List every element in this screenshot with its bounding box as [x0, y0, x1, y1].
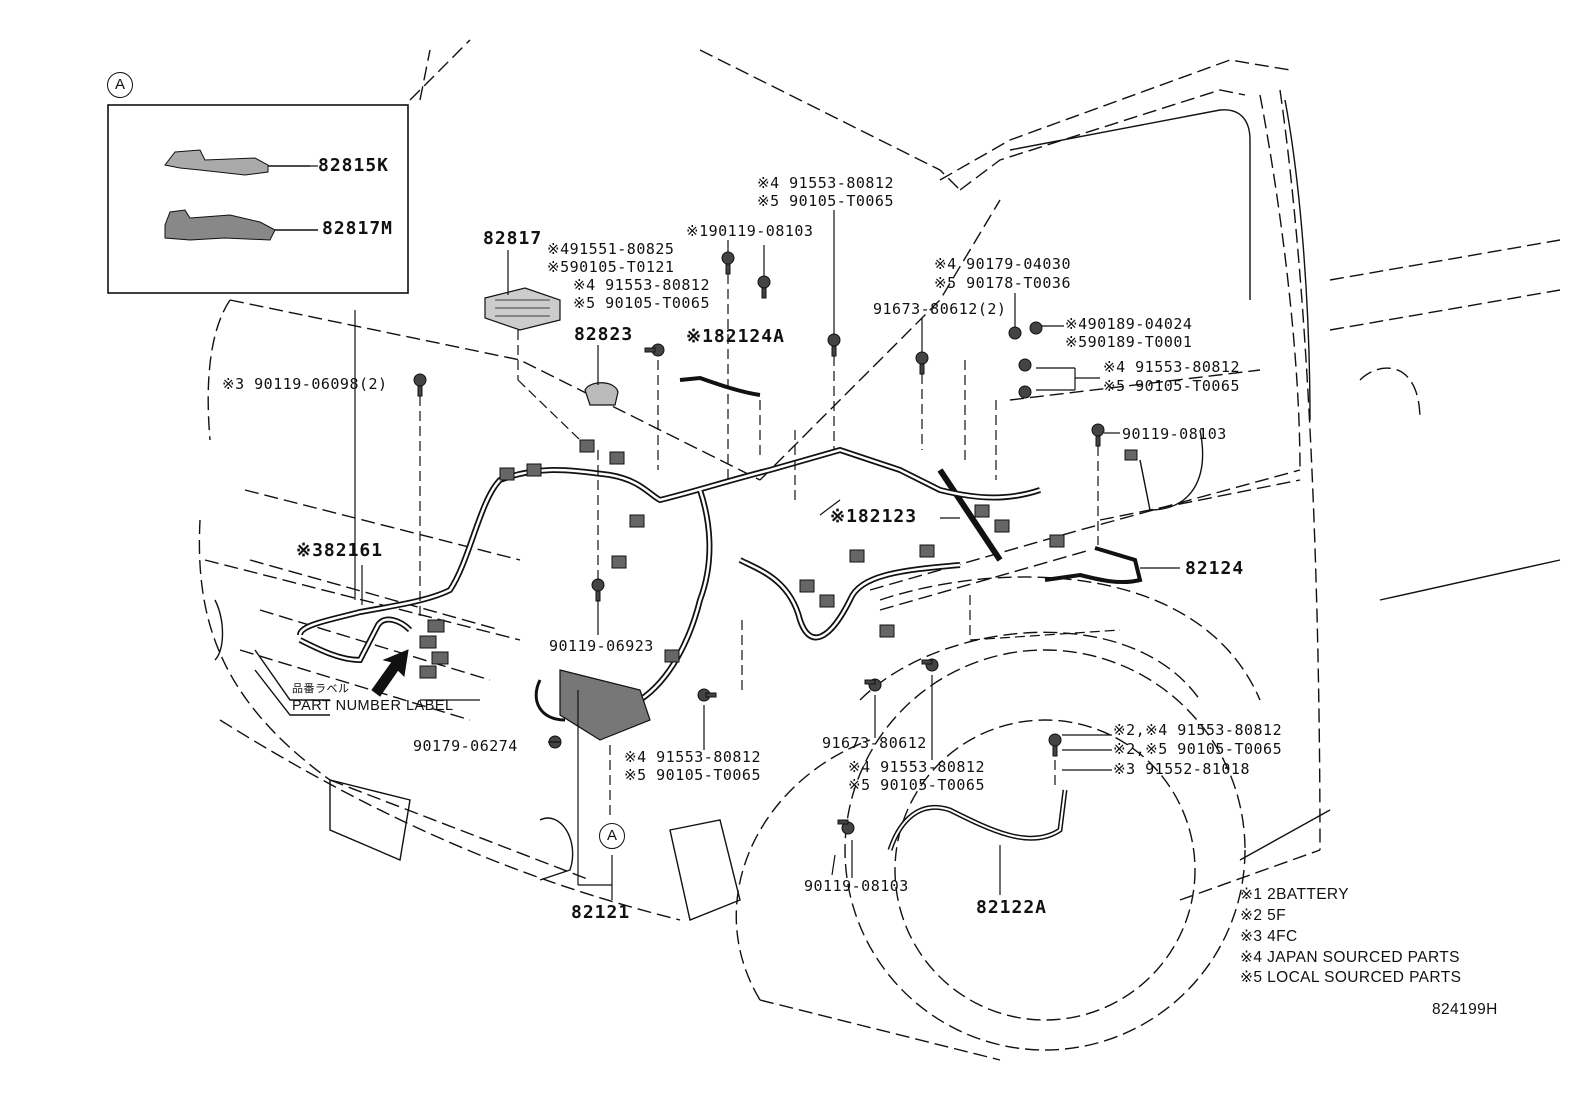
relay-block-82817 [484, 287, 561, 331]
part-callout-82815K: 82815K [318, 155, 390, 176]
legend-item: ※3 4FC [1240, 928, 1298, 945]
fastener-label: ※5 90105-T0065 [624, 766, 761, 784]
part-callout-82124A: ※182124A [686, 326, 785, 347]
ground-strap-82124A [679, 375, 761, 397]
fastener-label: ※4 91553-80812 [757, 174, 894, 192]
legend-item: ※4 JAPAN SOURCED PARTS [1240, 949, 1460, 966]
cover-82823 [584, 382, 619, 406]
fastener-label: ※4 90179-04030 [934, 255, 1071, 273]
fastener-label: ※2,※5 90105-T0065 [1113, 740, 1283, 758]
fastener-label: ※3 90119-06098(2) [222, 375, 388, 393]
vehicle-solid-details [214, 99, 1561, 921]
fastener-label: ※5 90105-T0065 [1103, 377, 1240, 395]
part-callout-82817M: 82817M [322, 218, 394, 239]
part-number-label-jp: 品番ラベル [292, 683, 350, 695]
diagram-code: 824199H [1432, 1001, 1498, 1018]
part-number-label-en: PART NUMBER LABEL [292, 698, 454, 714]
fastener-label: ※590105-T0121 [547, 258, 675, 276]
fastener-label: ※190119-08103 [686, 222, 814, 240]
fastener-label: ※5 90178-T0036 [934, 274, 1071, 292]
fastener-label: ※4 91553-80812 [848, 758, 985, 776]
fastener-label: 90119-08103 [1122, 425, 1227, 443]
leader-lines-dashed [419, 274, 1121, 820]
part-label-arrow-icon [371, 649, 409, 697]
inset-box [107, 104, 409, 294]
legend-item: ※2 5F [1240, 907, 1287, 924]
fastener-label: 91673-80612 [822, 734, 927, 752]
main-wire-harness-core [298, 448, 1041, 702]
fuse-box-82121 [534, 669, 651, 741]
fastener-label: 90119-08103 [804, 877, 909, 895]
fastener-label: 91673-80612(2) [873, 300, 1007, 318]
part-callout-82823: 82823 [574, 324, 634, 345]
fastener-label: ※4 91553-80812 [573, 276, 710, 294]
legend-item: ※1 2BATTERY [1240, 886, 1349, 903]
connector-blocks [419, 439, 1138, 679]
fastener-label: ※590189-T0001 [1065, 333, 1193, 351]
part-callout-82161: ※382161 [296, 540, 384, 561]
leader-lines-solid [310, 165, 1180, 900]
legend-item: ※5 LOCAL SOURCED PARTS [1240, 969, 1462, 986]
fastener-label: ※5 90105-T0065 [848, 776, 985, 794]
part-callout-82817: 82817 [483, 228, 543, 249]
fastener-label: 90179-06274 [413, 737, 518, 755]
bolt-icons [413, 251, 1105, 835]
fastener-label: ※5 90105-T0065 [757, 192, 894, 210]
part-callout-82124: 82124 [1185, 558, 1245, 579]
fastener-label: ※4 91553-80812 [624, 748, 761, 766]
battery-cable-82122A [887, 789, 1068, 851]
part-callout-82123: ※182123 [830, 506, 918, 527]
inset-reference-marker: A [107, 72, 133, 98]
part-callout-82122A: 82122A [976, 897, 1048, 918]
fastener-label: ※2,※4 91553-80812 [1113, 721, 1283, 739]
fastener-label: ※490189-04024 [1065, 315, 1193, 333]
fastener-label: 90119-06923 [549, 637, 654, 655]
fastener-label: ※3 91552-81018 [1113, 760, 1250, 778]
part-callout-82121: 82121 [571, 902, 631, 923]
fastener-label: ※491551-80825 [547, 240, 675, 258]
ground-strap-82124 [1044, 546, 1143, 585]
fastener-label: ※5 90105-T0065 [573, 294, 710, 312]
inset-reference-marker-bottom: A [599, 823, 625, 849]
fastener-label: ※4 91553-80812 [1103, 358, 1240, 376]
